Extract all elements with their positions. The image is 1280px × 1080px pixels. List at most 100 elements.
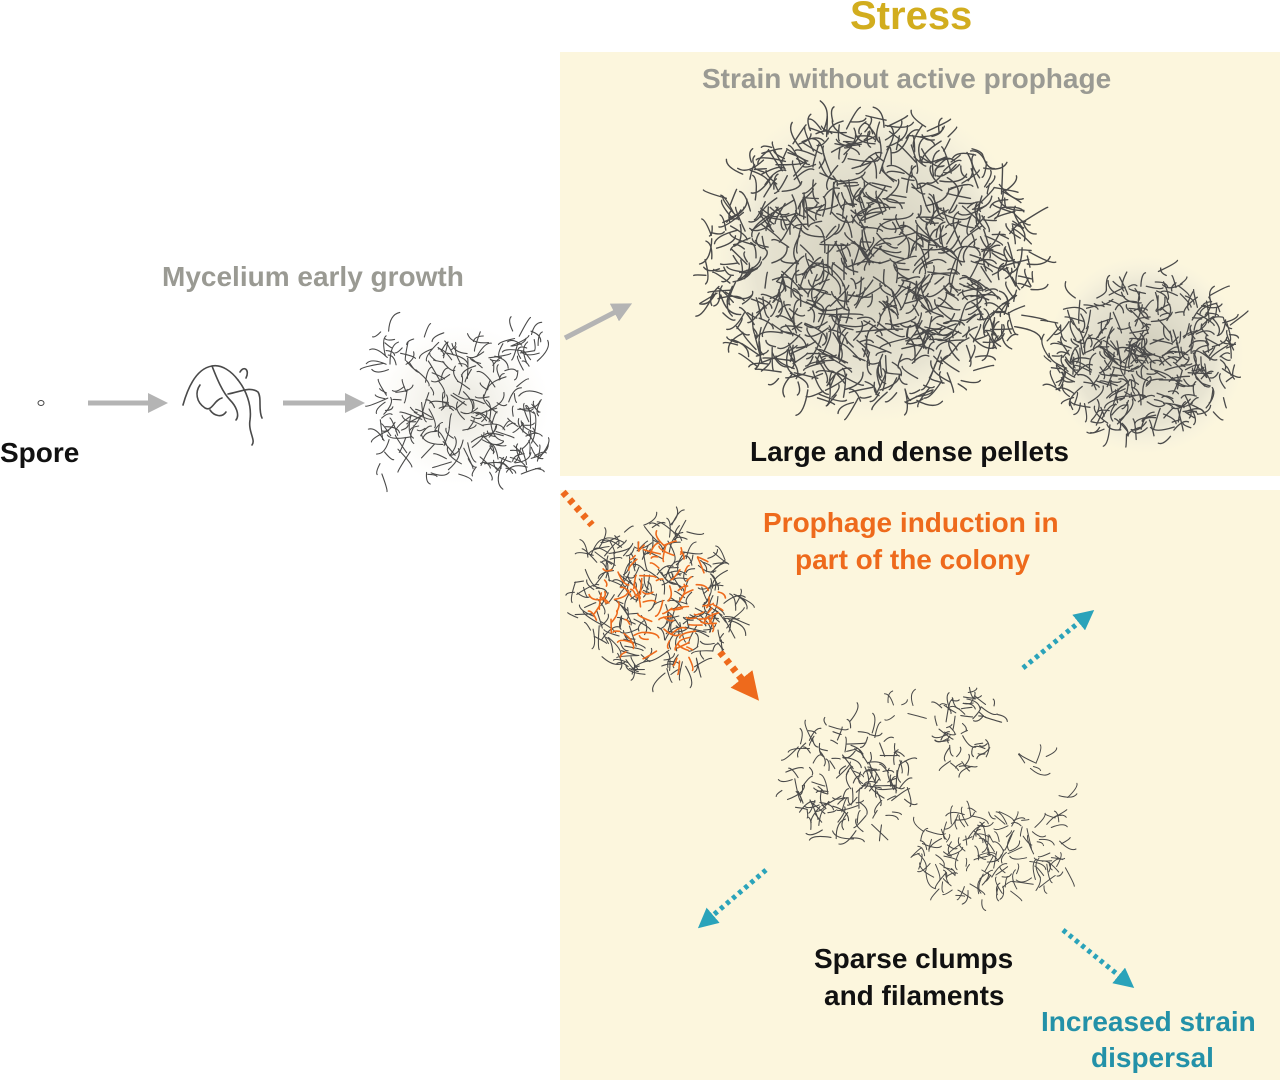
hypha-strand — [815, 357, 826, 365]
hypha-strand — [750, 298, 767, 309]
hypha-strand — [836, 242, 849, 252]
hypha-strand — [1142, 299, 1155, 313]
hypha-strand — [790, 357, 799, 380]
hypha-strand — [1114, 395, 1131, 400]
hypha-strand — [877, 321, 905, 338]
hypha-strand — [637, 544, 645, 552]
hypha-strand — [628, 625, 637, 647]
hypha-strand — [793, 168, 815, 181]
hypha-strand — [1096, 380, 1112, 387]
hypha-strand — [1140, 364, 1145, 378]
hypha-strand — [1121, 271, 1128, 292]
hypha-strand — [1112, 311, 1123, 334]
hypha-strand — [881, 169, 895, 183]
hypha-strand — [878, 259, 890, 265]
hypha-strand — [413, 411, 435, 420]
hypha-strand — [915, 219, 933, 240]
hypha-strand — [809, 799, 819, 821]
hypha-strand — [852, 355, 866, 362]
hypha-strand — [388, 311, 401, 332]
hypha-strand — [1162, 281, 1170, 300]
hypha-strand — [479, 382, 487, 390]
hypha-strand — [979, 821, 987, 843]
hypha-strand — [890, 316, 917, 326]
hypha-strand — [697, 564, 717, 573]
hypha-strand — [668, 599, 688, 605]
hypha-strand — [825, 758, 830, 772]
hypha-strand — [924, 316, 933, 344]
hypha-strand — [722, 195, 737, 216]
hypha-strand — [906, 336, 916, 363]
hypha-strand — [961, 294, 990, 301]
hypha-strand — [666, 517, 671, 538]
hypha-strand — [1172, 336, 1179, 344]
hypha-strand — [845, 371, 864, 390]
hypha-strand — [1114, 300, 1138, 311]
hypha-strand — [973, 186, 995, 210]
hypha-strand — [1178, 331, 1182, 344]
hypha-strand — [969, 213, 981, 233]
hypha-strand — [887, 767, 895, 791]
hypha-strand — [793, 235, 801, 265]
hypha-strand — [1048, 861, 1053, 871]
hypha-strand — [429, 352, 437, 362]
hypha-strand — [535, 467, 545, 473]
prophage-induction-heading-line1: Prophage induction in — [763, 507, 1059, 538]
hypha-strand — [1138, 303, 1150, 320]
hypha-strand — [1096, 288, 1108, 299]
hypha-strand — [462, 391, 474, 414]
hypha-strand — [948, 338, 960, 362]
hypha-strand — [1141, 332, 1149, 350]
hypha-strand — [911, 182, 928, 190]
hypha-strand — [666, 668, 673, 683]
hypha-strand — [453, 365, 459, 383]
hypha-strand — [967, 278, 984, 292]
hypha-strand — [851, 259, 855, 276]
hypha-strand — [1157, 435, 1172, 445]
hypha-strand — [840, 245, 848, 262]
hypha-strand — [725, 158, 744, 175]
hypha-strand — [883, 212, 914, 221]
hypha-strand — [917, 862, 931, 873]
dispersal-caption-line2: dispersal — [1091, 1042, 1214, 1073]
hypha-strand — [1108, 286, 1126, 296]
hypha-strand — [655, 530, 665, 547]
hypha-strand — [1205, 386, 1215, 409]
hypha-strand — [913, 156, 927, 167]
hypha-strand — [1098, 354, 1115, 374]
hypha-strand — [1159, 267, 1167, 277]
hypha-strand — [1058, 793, 1078, 798]
hypha-strand — [956, 886, 965, 901]
hypha-strand — [884, 715, 895, 721]
hypha-strand — [755, 331, 783, 339]
hypha-strand — [1026, 834, 1035, 855]
hypha-strand — [831, 757, 841, 760]
hypha-strand — [1029, 861, 1047, 871]
hypha-strand — [663, 628, 681, 637]
hypha-strand — [682, 551, 703, 555]
hypha-strand — [875, 121, 881, 144]
hypha-strand — [1145, 285, 1164, 290]
hypha-strand — [1037, 852, 1051, 858]
hypha-strand — [751, 312, 758, 338]
hypha-strand — [974, 742, 984, 746]
hypha-strand — [1148, 419, 1155, 437]
hypha-strand — [1225, 365, 1232, 377]
hypha-strand — [1182, 422, 1192, 429]
hypha-strand — [802, 361, 826, 371]
hypha-strand — [719, 214, 727, 231]
hypha-strand — [756, 300, 771, 314]
hypha-strand — [1171, 376, 1196, 387]
hypha-strand — [806, 809, 809, 819]
hypha-strand — [1167, 355, 1178, 362]
hypha-strand — [984, 288, 999, 292]
hypha-strand — [859, 736, 869, 748]
hypha-strand — [1056, 871, 1064, 877]
hypha-strand — [838, 830, 857, 845]
hypha-strand — [703, 266, 721, 272]
hypha-strand — [991, 258, 1008, 276]
hypha-strand — [517, 347, 522, 359]
hypha-strand — [383, 335, 387, 357]
hypha-strand — [696, 557, 705, 574]
hypha-strand — [884, 693, 894, 706]
